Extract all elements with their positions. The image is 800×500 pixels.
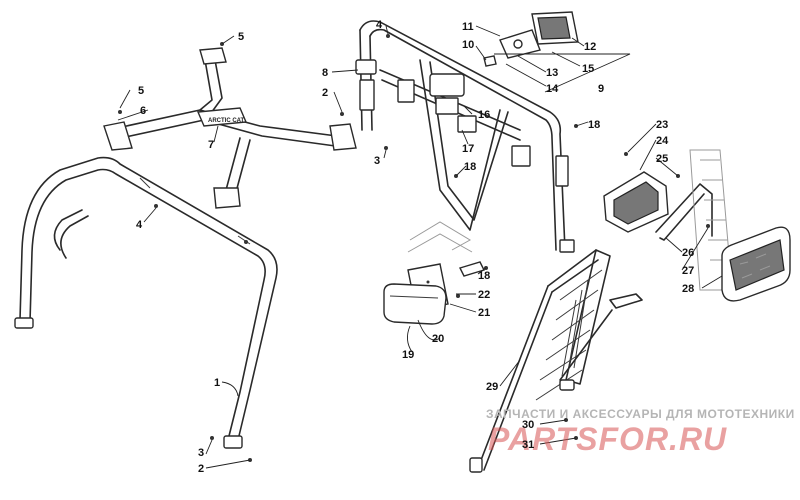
leader-lines: [117, 25, 723, 469]
callout-18a: 18: [588, 119, 600, 131]
light-kit: [483, 11, 631, 93]
callout-4b: 4: [376, 19, 383, 31]
watermark: ЗАПЧАСТИ И АКСЕССУАРЫ ДЛЯ МОТОТЕХНИКИ PA…: [486, 407, 795, 457]
callouts: 1 2 2 3 3 4 4 5 5 6 7 8 9 10 11 12 13 14…: [136, 19, 694, 475]
callout-16: 16: [478, 109, 490, 121]
callout-21: 21: [478, 307, 490, 319]
callout-24: 24: [656, 135, 669, 147]
callout-29: 29: [486, 381, 498, 393]
callout-27: 27: [682, 265, 694, 277]
callout-30: 30: [522, 419, 534, 431]
decal-text: ARCTIC CAT: [208, 118, 245, 124]
callout-5a: 5: [238, 31, 244, 43]
callout-2a: 2: [322, 87, 328, 99]
callout-15: 15: [582, 63, 594, 75]
callout-23: 23: [656, 119, 668, 131]
callout-14: 14: [546, 83, 559, 95]
callout-10: 10: [462, 39, 474, 51]
callout-28: 28: [682, 283, 694, 295]
rear-net: [469, 249, 643, 473]
callout-3a: 3: [374, 155, 380, 167]
callout-9: 9: [598, 83, 604, 95]
callout-6: 6: [140, 105, 146, 117]
callout-18c: 18: [478, 270, 490, 282]
callout-2b: 2: [198, 463, 204, 475]
callout-22: 22: [478, 289, 490, 301]
callout-18b: 18: [464, 161, 476, 173]
callout-13: 13: [546, 67, 558, 79]
callout-26: 26: [682, 247, 694, 259]
watermark-brand: PARTSFOR.RU: [488, 421, 727, 457]
callout-17: 17: [462, 143, 474, 155]
callout-1: 1: [214, 377, 220, 389]
watermark-tagline: ЗАПЧАСТИ И АКСЕССУАРЫ ДЛЯ МОТОТЕХНИКИ: [486, 407, 795, 421]
roll-cage-rear: [355, 20, 575, 253]
callout-3b: 3: [198, 447, 204, 459]
callout-5b: 5: [138, 85, 144, 97]
callout-7: 7: [208, 139, 214, 151]
callout-4a: 4: [136, 219, 143, 231]
callout-19: 19: [402, 349, 414, 361]
callout-8: 8: [322, 67, 328, 79]
roll-bar-front: [14, 156, 278, 449]
callout-31: 31: [522, 439, 534, 451]
mirror-assembly: [383, 261, 485, 325]
fasteners: [118, 34, 710, 462]
callout-25: 25: [656, 153, 668, 165]
callout-12: 12: [584, 41, 596, 53]
callout-11: 11: [462, 21, 474, 33]
callout-20: 20: [432, 333, 444, 345]
side-light-assembly: [603, 149, 791, 302]
front-cross-bar: ARCTIC CAT: [103, 47, 357, 209]
